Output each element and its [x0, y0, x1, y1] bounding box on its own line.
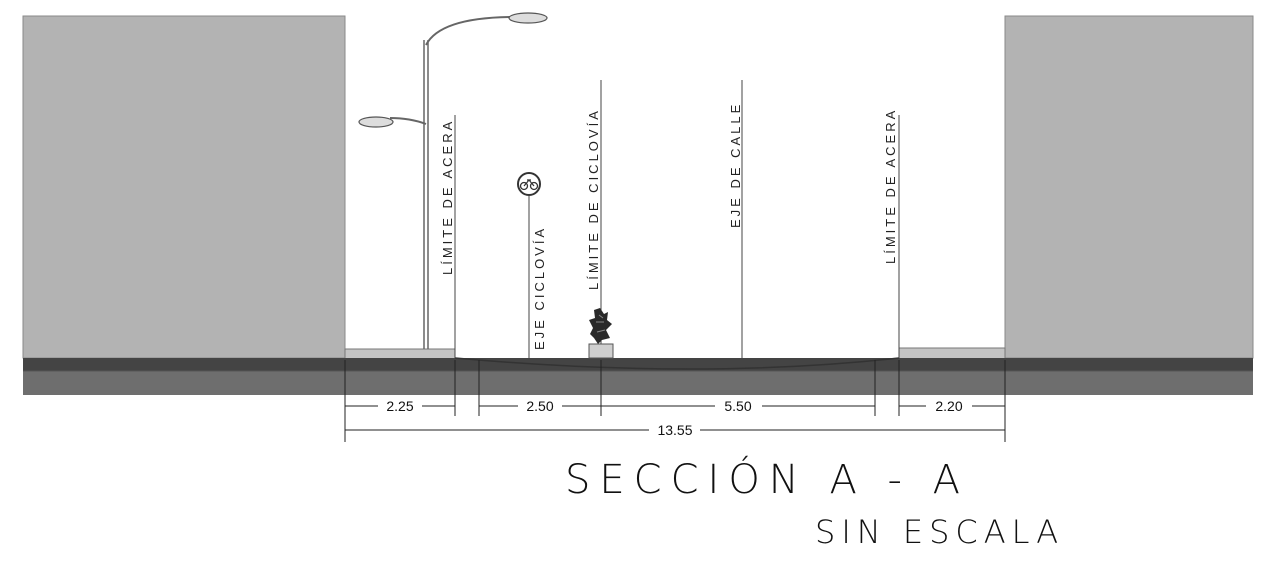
dim-sidewalk-right: 2.20 [935, 398, 962, 414]
label-limite-acera-left: LÍMITE DE ACERA [440, 119, 455, 275]
label-eje-calle: EJE DE CALLE [728, 102, 743, 228]
building-left [22, 15, 346, 359]
planter-shrub-icon [588, 308, 614, 359]
road-curve [454, 357, 900, 370]
dimension-lines [345, 405, 1005, 431]
dim-sidewalk-left: 2.25 [386, 398, 413, 414]
label-limite-acera-right: LÍMITE DE ACERA [883, 108, 898, 264]
sidewalk-left [344, 348, 456, 360]
dim-total: 13.55 [657, 422, 692, 438]
section-title: SECCIÓN A - A [565, 455, 969, 503]
road-surface [23, 358, 1253, 371]
label-limite-ciclovia: LÍMITE DE CICLOVÍA [586, 108, 601, 290]
street-lamp [358, 12, 548, 349]
dim-bike-lane: 2.50 [526, 398, 553, 414]
label-eje-ciclovia: EJE CICLOVÍA [532, 226, 547, 350]
dim-street: 5.50 [724, 398, 751, 414]
building-right [1004, 15, 1254, 359]
ground-base [23, 370, 1253, 395]
sidewalk-right [898, 347, 1006, 360]
dimension-ticks [344, 360, 1006, 442]
bike-lane-sign-icon [517, 172, 541, 196]
section-subtitle: SIN ESCALA [815, 513, 1064, 551]
